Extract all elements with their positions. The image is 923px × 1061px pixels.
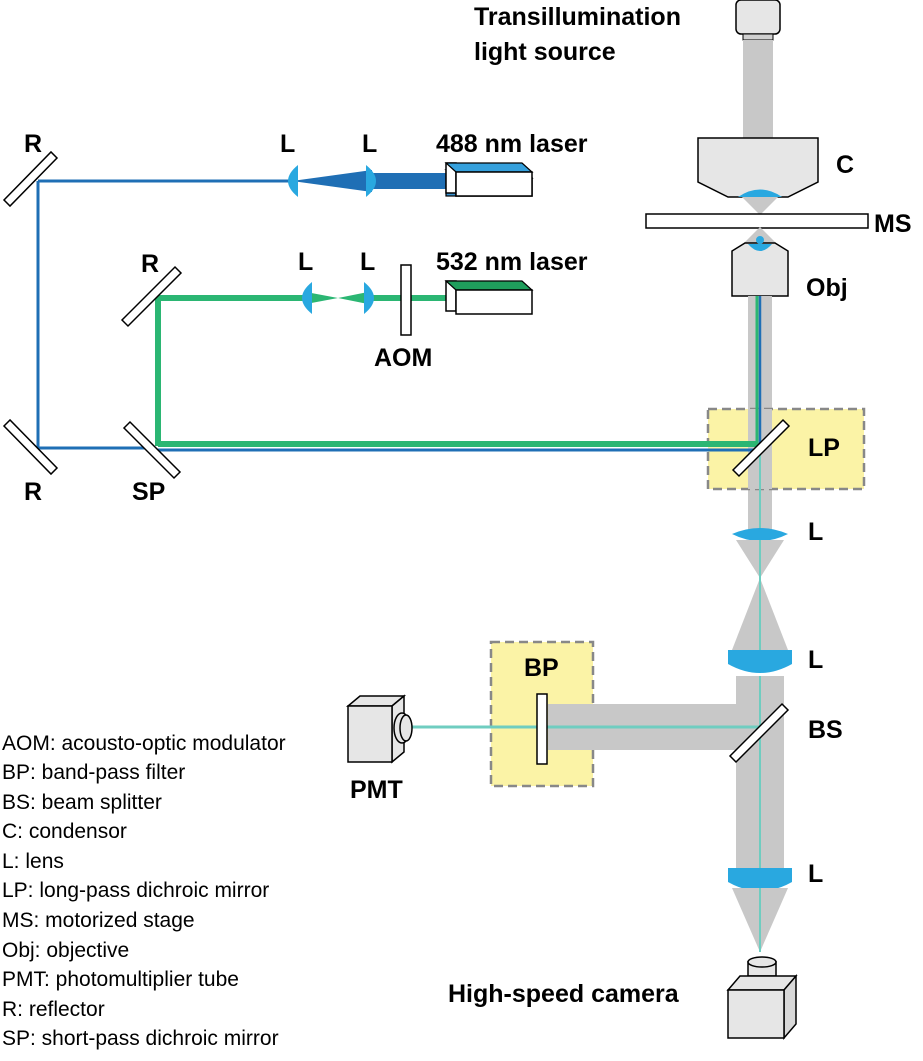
laser-488-body: [444, 162, 534, 197]
legend-line: MS: motorized stage: [2, 909, 195, 932]
label-camera: High-speed camera: [448, 980, 680, 1008]
lenses-488-path: [288, 165, 376, 197]
transillumination-beam: [743, 40, 773, 138]
mirrors: [2, 150, 791, 480]
label-lens-tube-3: L: [808, 860, 823, 888]
label-lens-488-b: L: [362, 130, 377, 158]
pmt-body: [345, 694, 413, 764]
legend-line: AOM: acousto-optic modulator: [2, 732, 286, 755]
label-reflector-bottom: R: [24, 478, 42, 506]
label-band-pass: BP: [524, 654, 559, 682]
label-reflector-green: R: [141, 250, 159, 278]
blue-beam-path: [36, 179, 756, 452]
camera-body: [726, 956, 798, 1041]
label-lens-488-a: L: [280, 130, 295, 158]
label-laser-488: 488 nm laser: [436, 130, 588, 158]
label-lens-tube-2: L: [808, 646, 823, 674]
label-lens-532-b: L: [360, 248, 375, 276]
legend-line: BS: beam splitter: [2, 791, 162, 814]
label-stage: MS: [874, 210, 912, 238]
label-short-pass: SP: [132, 478, 165, 506]
transillumination-source: [735, 0, 781, 41]
beam-splitter: [728, 702, 790, 764]
label-objective: Obj: [806, 274, 848, 302]
tube-lens-2: [728, 650, 792, 673]
motorized-stage: [645, 213, 869, 229]
lenses-532-path: [302, 282, 374, 314]
legend-line: PMT: photomultiplier tube: [2, 968, 239, 991]
legend-line: C: condensor: [2, 820, 127, 843]
label-laser-532: 532 nm laser: [436, 248, 588, 276]
label-lens-tube-1: L: [808, 518, 823, 546]
legend-line: SP: short-pass dichroic mirror: [2, 1027, 279, 1050]
band-pass-filter: [536, 693, 548, 765]
tube-lens-1: [732, 528, 788, 541]
label-transillumination-1: Transillumination: [474, 3, 681, 31]
label-pmt: PMT: [350, 776, 403, 804]
legend-line: BP: band-pass filter: [2, 761, 185, 784]
laser-532-body: [444, 280, 534, 315]
legend-line: R: reflector: [2, 998, 105, 1021]
label-beam-splitter: BS: [808, 716, 843, 744]
green-beam-path: [155, 295, 756, 447]
tube-lens-3: [728, 868, 792, 891]
label-long-pass: LP: [808, 434, 840, 462]
legend-line: LP: long-pass dichroic mirror: [2, 879, 269, 902]
label-aom: AOM: [374, 344, 432, 372]
label-reflector-top: R: [24, 130, 42, 158]
legend-line: Obj: objective: [2, 939, 129, 962]
label-condensor: C: [836, 151, 854, 179]
label-transillumination-2: light source: [474, 38, 616, 66]
aom-device: [400, 264, 412, 336]
label-lens-532-a: L: [298, 248, 313, 276]
condensor: [697, 137, 819, 215]
objective: [731, 227, 789, 297]
legend: AOM: acousto-optic modulator BP: band-pa…: [2, 732, 286, 1050]
legend-line: L: lens: [2, 850, 64, 873]
